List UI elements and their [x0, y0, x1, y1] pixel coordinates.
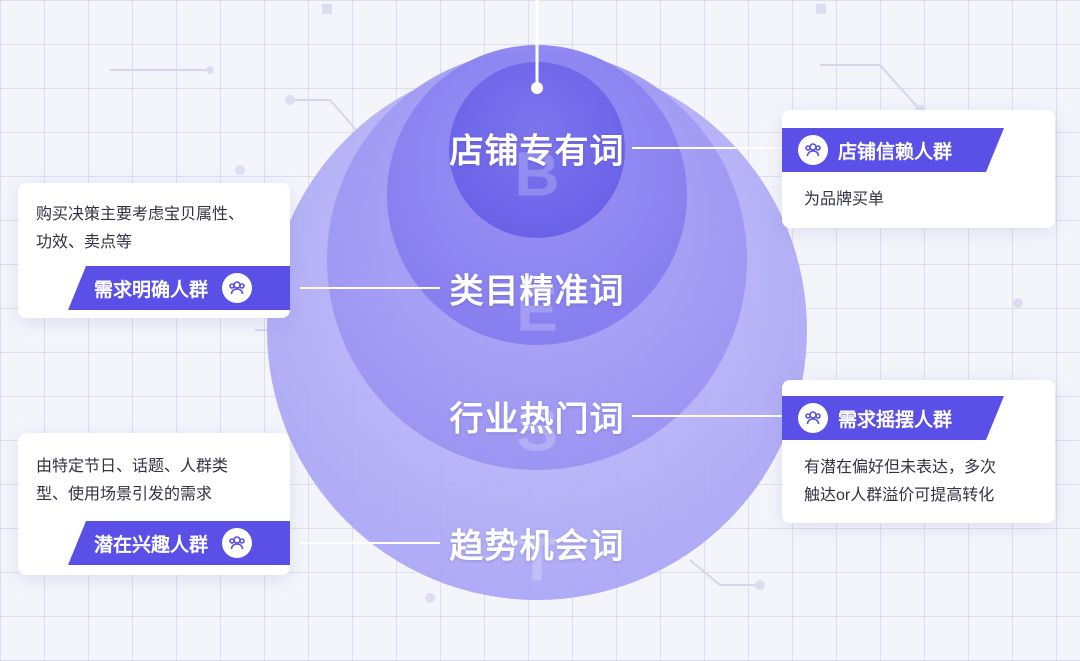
- letter-e: E: [516, 275, 558, 345]
- people-group-icon: [798, 403, 828, 433]
- connector-lines: [300, 147, 782, 544]
- tag-store-trust-label: 店铺信赖人群: [838, 141, 953, 163]
- people-group-icon: [222, 273, 253, 303]
- circle-store: [449, 62, 625, 238]
- label-industry-words: 行业热门词: [449, 400, 625, 439]
- people-group-icon: [798, 135, 828, 165]
- tag-swing-demand-label: 需求摇摆人群: [838, 409, 953, 431]
- card-swing-demand: 需求摇摆人群 有潜在偏好但未表达，多次 触达or人群溢价可提高转化: [782, 380, 1055, 523]
- letter-b: B: [514, 140, 560, 210]
- tag-store-trust: 店铺信赖人群: [782, 128, 1004, 172]
- tag-swing-demand: 需求摇摆人群: [782, 396, 1004, 440]
- desc-clear-demand-line1: 购买决策主要考虑宝贝属性、: [36, 206, 245, 223]
- card-store-trust: 店铺信赖人群 为品牌买单: [782, 110, 1055, 228]
- tag-potential-interest: 潜在兴趣人群: [68, 521, 290, 565]
- desc-potential-interest-line1: 由特定节日、话题、人群类: [36, 458, 229, 475]
- label-category-words: 类目精准词: [449, 272, 625, 311]
- label-trend-words: 趋势机会词: [449, 527, 625, 566]
- desc-potential-interest-line2: 型、使用场景引发的需求: [36, 486, 213, 503]
- top-connector-dot: [531, 82, 543, 94]
- letter-s: S: [516, 395, 558, 465]
- background-dots: [206, 4, 1023, 603]
- people-group-icon: [222, 528, 253, 558]
- card-clear-demand: 购买决策主要考虑宝贝属性、 功效、卖点等 需求明确人群: [18, 183, 290, 318]
- tag-potential-interest-label: 潜在兴趣人群: [94, 534, 209, 556]
- tag-clear-demand: 需求明确人群: [68, 266, 290, 310]
- desc-store-trust-line1: 为品牌买单: [804, 191, 885, 208]
- card-potential-interest: 由特定节日、话题、人群类 型、使用场景引发的需求 潜在兴趣人群: [18, 433, 290, 575]
- letter-t: T: [518, 525, 556, 595]
- desc-swing-demand-line2: 触达or人群溢价可提高转化: [804, 487, 995, 504]
- desc-swing-demand-line1: 有潜在偏好但未表达，多次: [804, 459, 997, 476]
- desc-clear-demand-line2: 功效、卖点等: [36, 234, 133, 251]
- tag-clear-demand-label: 需求明确人群: [94, 279, 209, 301]
- label-store-words: 店铺专有词: [449, 132, 625, 171]
